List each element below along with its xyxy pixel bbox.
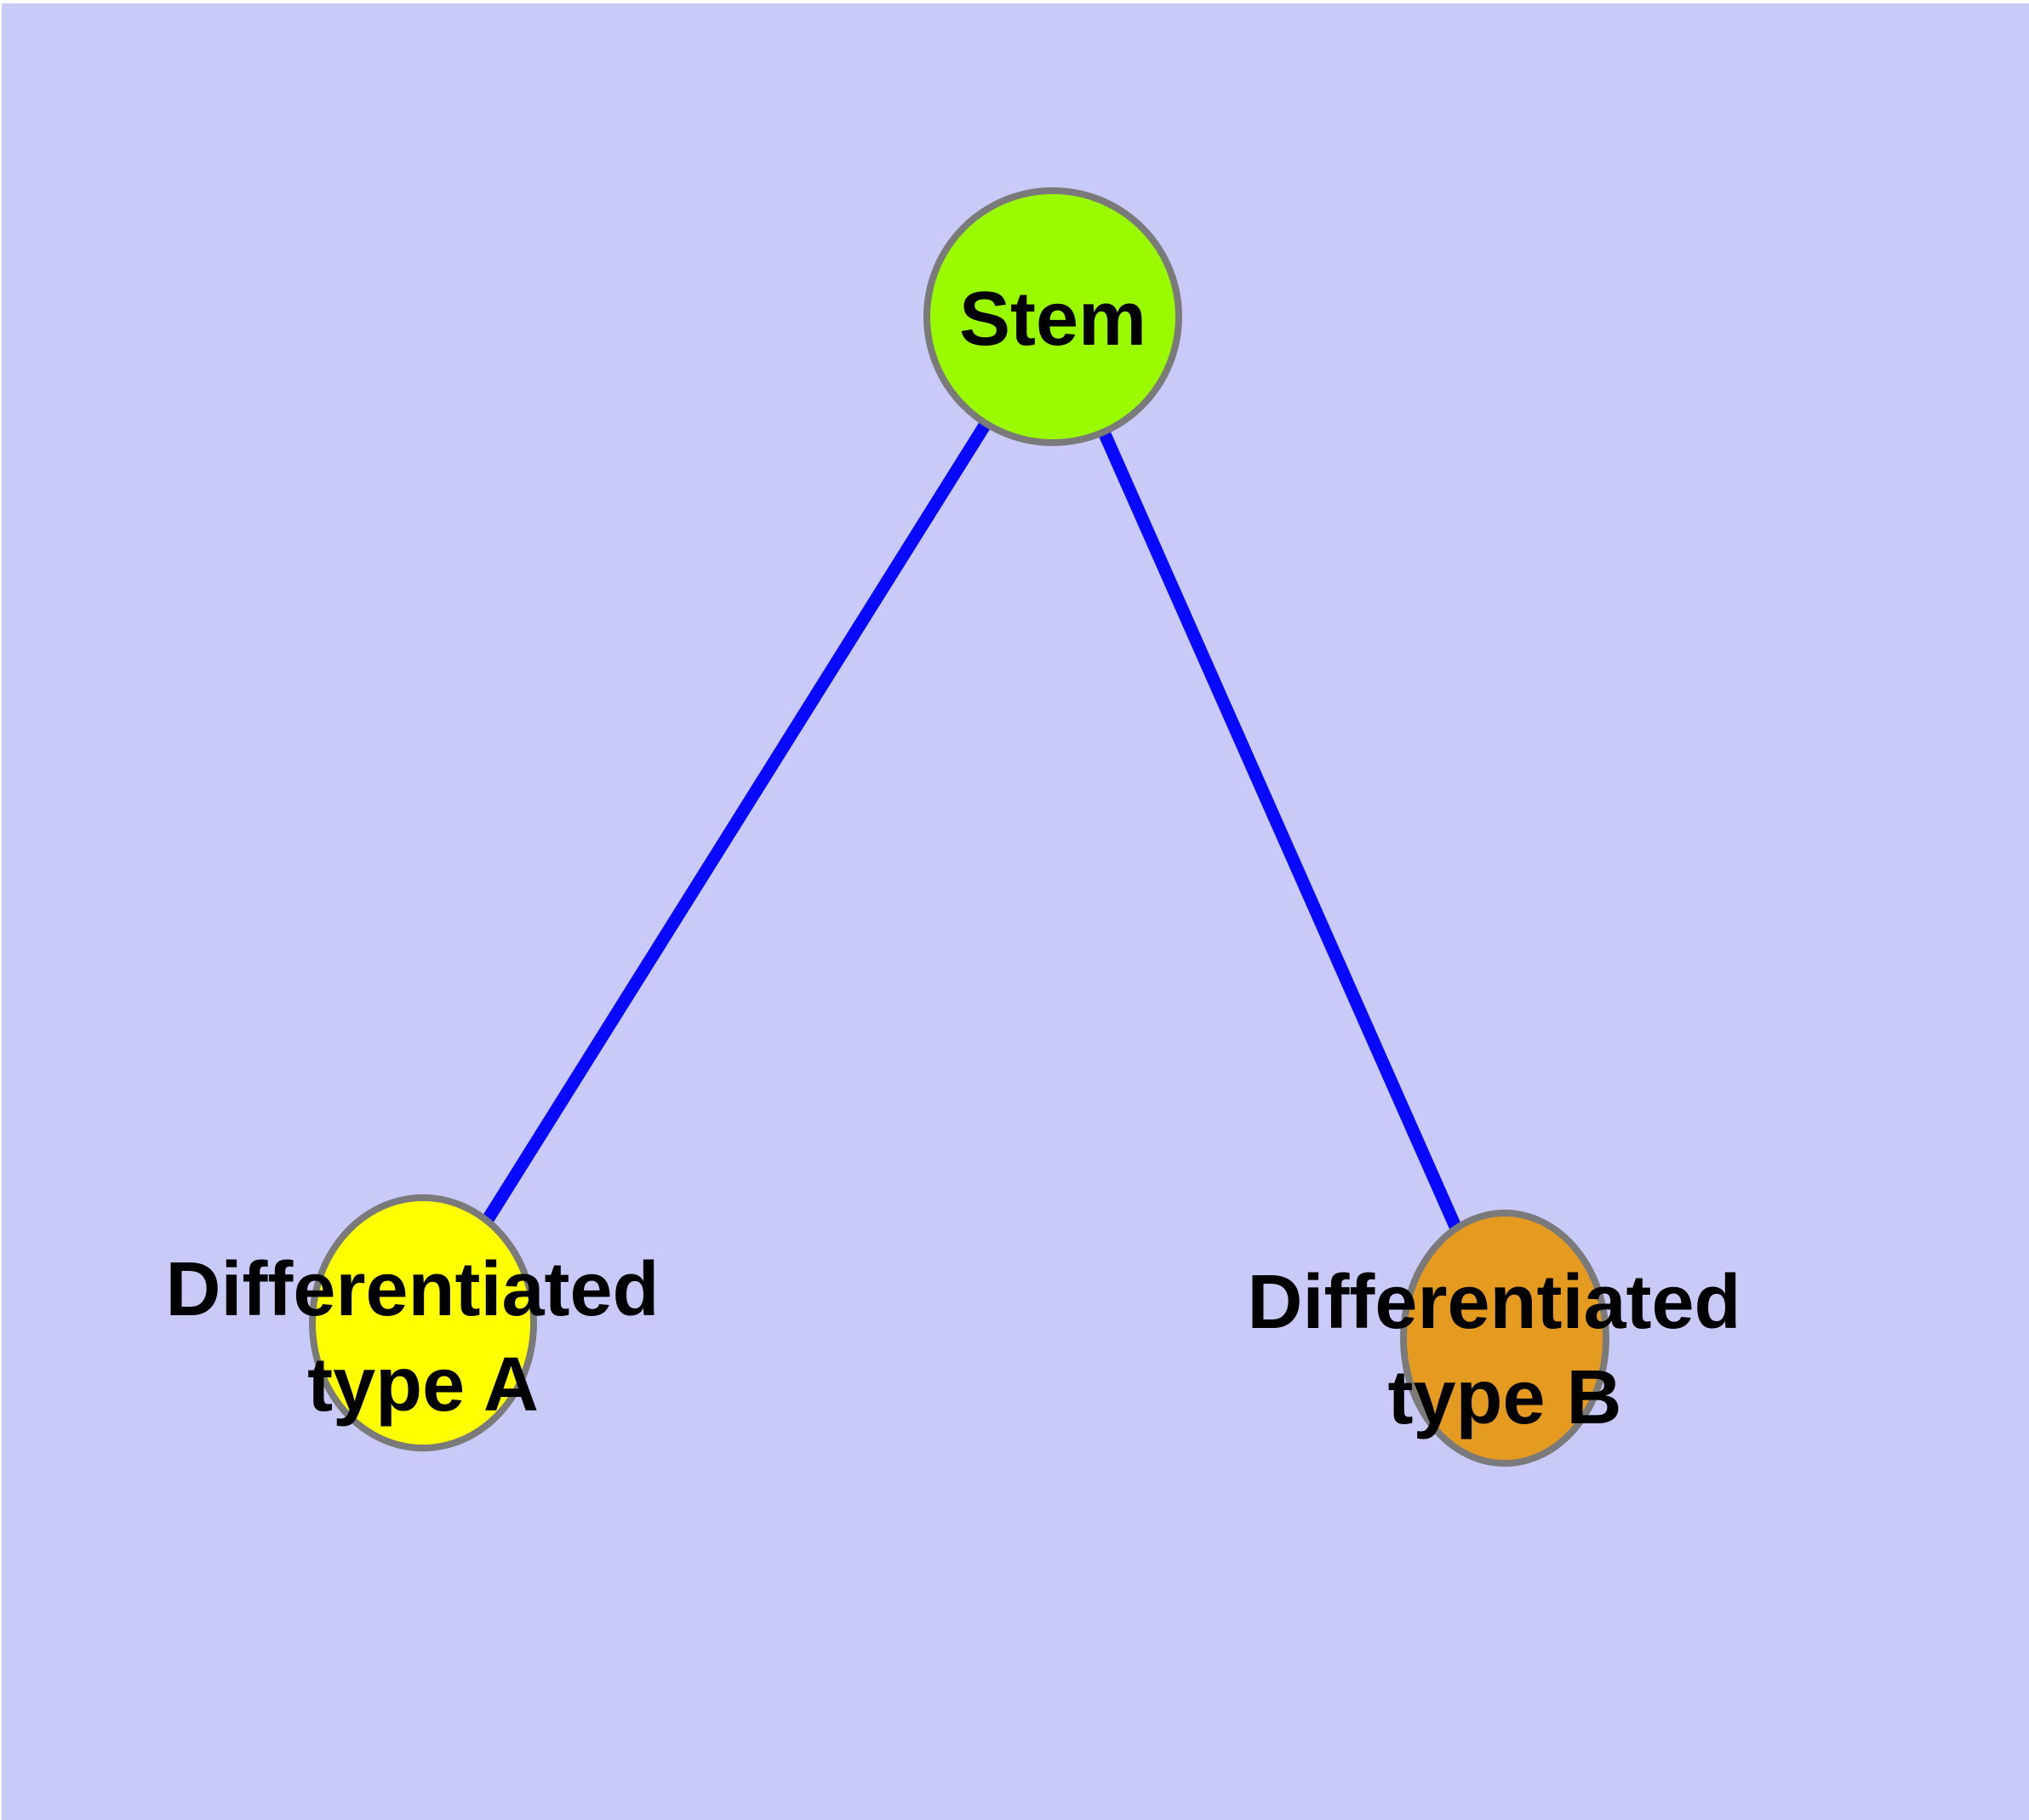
differentiated-type-a-node	[309, 1194, 537, 1451]
edge-stem-to-type-b	[1047, 313, 1511, 1342]
stem-node	[923, 187, 1182, 446]
differentiated-type-b-label-line2: type B	[1387, 1355, 1621, 1440]
stem-node-label: Stem	[959, 277, 1146, 362]
differentiated-type-b-node	[1400, 1210, 1609, 1467]
differentiated-type-b-label-line1: Differentiated	[1247, 1260, 1740, 1345]
differentiated-type-a-label-line2: type A	[307, 1342, 539, 1428]
differentiated-type-a-label-line1: Differentiated	[165, 1247, 659, 1332]
edge-stem-to-type-a	[417, 313, 1059, 1326]
differentiated-type-b-label: Differentiated type B	[1247, 1260, 1762, 1440]
differentiated-type-a-label: Differentiated type A	[165, 1247, 680, 1428]
